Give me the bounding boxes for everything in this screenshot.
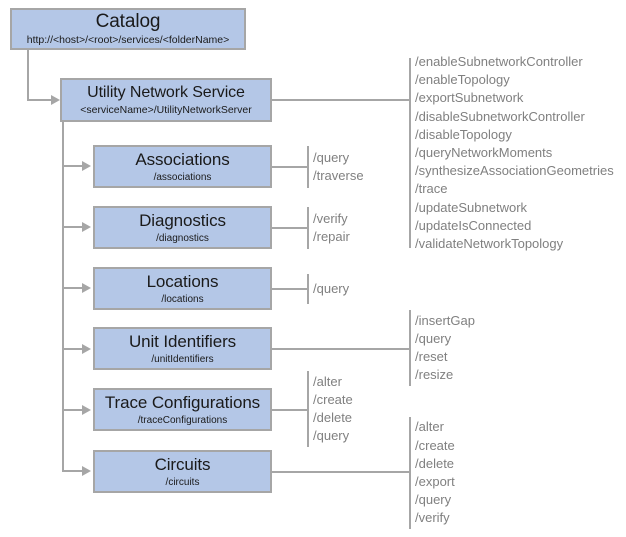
operation-item[interactable]: /delete <box>313 410 353 425</box>
node-trace-configurations[interactable]: Trace Configurations /traceConfiguration… <box>93 388 272 431</box>
connector-trace-configurations-to-operations <box>272 409 309 411</box>
operation-bar-diagnostics <box>307 207 309 249</box>
operation-item[interactable]: /alter <box>313 373 342 389</box>
operation-bar-unit-identifiers <box>409 310 411 386</box>
operation-item[interactable]: /insertGap <box>415 312 475 328</box>
operation-bar-associations <box>307 146 309 188</box>
operation-item[interactable]: /query <box>313 149 350 165</box>
connector-trunk-to-trace-configurations <box>62 409 84 411</box>
node-locations[interactable]: Locations /locations <box>93 267 272 310</box>
arrowhead-locations <box>82 283 91 293</box>
operation-item[interactable]: /enableSubnetworkController <box>415 53 583 69</box>
node-catalog[interactable]: Catalog http://<host>/<root>/services/<f… <box>10 8 246 50</box>
operation-item[interactable]: /updateIsConnected <box>415 217 532 233</box>
node-circuits-path: /circuits <box>165 476 200 488</box>
operation-item[interactable]: /query <box>313 428 350 444</box>
node-diagnostics[interactable]: Diagnostics /diagnostics <box>93 206 272 249</box>
operation-item[interactable]: /query <box>415 492 452 508</box>
node-diagnostics-title: Diagnostics <box>139 210 226 230</box>
connector-catalog-to-service-horizontal <box>27 99 53 101</box>
operation-item[interactable]: /export <box>415 474 455 489</box>
operation-item[interactable]: /traverse <box>313 168 364 183</box>
operation-bar-locations <box>307 274 309 304</box>
operation-item[interactable]: /verify <box>415 510 450 526</box>
operation-list-service: /enableSubnetworkController /enableTopol… <box>415 54 614 251</box>
operation-item[interactable]: /enableTopology <box>415 72 510 88</box>
operation-list-locations: /query <box>313 274 349 304</box>
node-utility-network-service-title: Utility Network Service <box>87 84 245 101</box>
operation-list-associations: /query /traverse <box>313 146 364 188</box>
operation-item[interactable]: /reset <box>415 349 448 364</box>
operation-bar-circuits <box>409 417 411 529</box>
operation-item[interactable]: /create <box>415 437 455 453</box>
operation-list-diagnostics: /verify /repair <box>313 207 350 249</box>
node-locations-path: /locations <box>161 293 204 305</box>
node-catalog-path: http://<host>/<root>/services/<folderNam… <box>26 34 230 46</box>
node-associations[interactable]: Associations /associations <box>93 145 272 188</box>
operation-item[interactable]: /disableSubnetworkController <box>415 108 585 124</box>
operation-item[interactable]: /delete <box>415 455 455 471</box>
node-unit-identifiers[interactable]: Unit Identifiers /unitIdentifiers <box>93 327 272 370</box>
operation-list-circuits: /alter /create /delete /export /query /v… <box>415 417 455 529</box>
operation-bar-trace-configurations <box>307 371 309 447</box>
connector-unit-identifiers-to-operations <box>272 348 410 350</box>
connector-trunk-to-circuits <box>62 470 84 472</box>
node-associations-title: Associations <box>135 149 230 169</box>
connector-catalog-to-service-vertical <box>27 50 29 100</box>
node-unit-identifiers-title: Unit Identifiers <box>128 331 237 351</box>
operation-item[interactable]: /resize <box>415 367 454 383</box>
operation-item[interactable]: /create <box>313 391 353 407</box>
node-circuits-title: Circuits <box>154 454 211 474</box>
node-trace-configurations-title: Trace Configurations <box>104 392 261 412</box>
operation-bar-service <box>409 58 411 248</box>
connector-trunk-to-unit-identifiers <box>62 348 84 350</box>
connector-circuits-to-operations <box>272 471 410 473</box>
operation-item[interactable]: /verify <box>313 210 348 226</box>
arrowhead-circuits <box>82 466 91 476</box>
operation-item[interactable]: /query <box>313 280 350 296</box>
operation-item[interactable]: /alter <box>415 419 444 435</box>
node-trace-configurations-path: /traceConfigurations <box>137 414 228 426</box>
arrowhead-diagnostics <box>82 222 91 232</box>
node-utility-network-service-path: <serviceName>/UtilityNetworkServer <box>80 104 252 116</box>
node-circuits[interactable]: Circuits /circuits <box>93 450 272 493</box>
connector-trunk-to-diagnostics <box>62 226 84 228</box>
operation-item[interactable]: /queryNetworkMoments <box>415 144 553 160</box>
operation-list-trace-configurations: /alter /create /delete /query <box>313 371 353 447</box>
arrowhead-trace-configurations <box>82 405 91 415</box>
connector-trunk-to-associations <box>62 165 84 167</box>
arrowhead-associations <box>82 161 91 171</box>
node-diagnostics-path: /diagnostics <box>156 232 209 244</box>
connector-service-trunk <box>62 122 64 472</box>
connector-associations-to-operations <box>272 166 309 168</box>
node-catalog-title: Catalog <box>95 11 161 32</box>
arrowhead-catalog-to-service <box>51 95 60 105</box>
operation-item[interactable]: /updateSubnetwork <box>415 199 528 215</box>
operation-item[interactable]: /trace <box>415 181 448 197</box>
operation-item[interactable]: /synthesizeAssociationGeometries <box>415 163 614 179</box>
operation-item[interactable]: /query <box>415 330 452 346</box>
operation-item[interactable]: /validateNetworkTopology <box>415 235 564 251</box>
node-locations-title: Locations <box>146 271 219 291</box>
node-utility-network-service[interactable]: Utility Network Service <serviceName>/Ut… <box>60 78 272 122</box>
operation-item[interactable]: /repair <box>313 229 350 244</box>
arrowhead-unit-identifiers <box>82 344 91 354</box>
operation-list-unit-identifiers: /insertGap /query /reset /resize <box>415 310 475 386</box>
connector-service-to-operations <box>272 99 410 101</box>
operation-item[interactable]: /disableTopology <box>415 126 512 142</box>
connector-diagnostics-to-operations <box>272 227 309 229</box>
node-unit-identifiers-path: /unitIdentifiers <box>151 353 214 365</box>
connector-locations-to-operations <box>272 288 309 290</box>
connector-trunk-to-locations <box>62 287 84 289</box>
node-associations-path: /associations <box>153 171 212 183</box>
operation-item[interactable]: /exportSubnetwork <box>415 90 524 106</box>
